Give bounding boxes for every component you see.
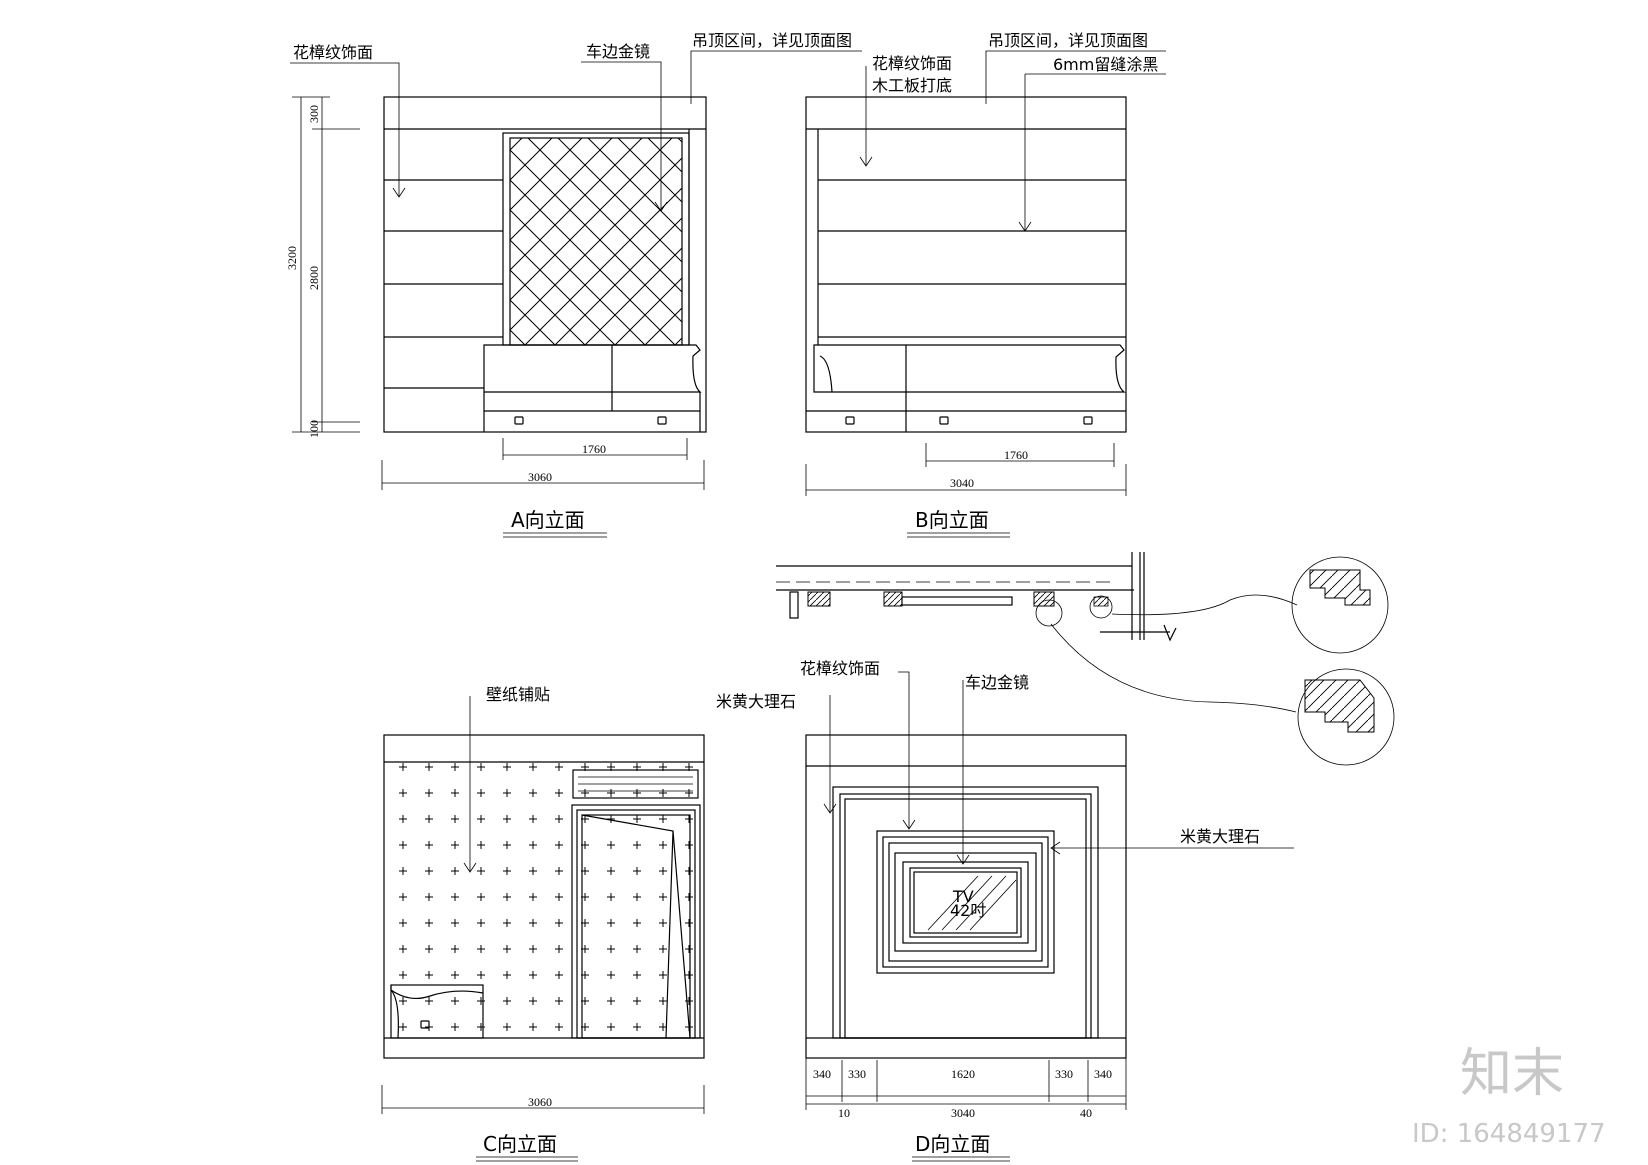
d-width-dims <box>805 1058 1127 1110</box>
d-dim-4: 330 <box>1055 1067 1073 1081</box>
d-dim-3: 1620 <box>951 1067 975 1081</box>
b-dim-width: 3040 <box>950 476 974 490</box>
elevation-a <box>290 50 862 538</box>
d-label-flower: 花樟纹饰面 <box>800 659 880 678</box>
b-dim-bed: 1760 <box>1004 448 1028 462</box>
d-tv-text: TV <box>952 887 974 906</box>
d-dim-1: 340 <box>813 1067 831 1081</box>
a-label-mirror: 车边金镜 <box>586 42 650 61</box>
watermark-brand: 知末 <box>1460 1044 1564 1104</box>
d-label-mirror: 车边金镜 <box>965 673 1029 692</box>
a-dim-top: 300 <box>307 105 321 123</box>
b-label-gap: 6mm留缝涂黑 <box>1053 55 1158 74</box>
d-dim-5: 340 <box>1094 1067 1112 1081</box>
a-title: A向立面 <box>511 508 585 532</box>
b-title: B向立面 <box>915 508 989 532</box>
d-dim-2: 330 <box>848 1067 866 1081</box>
b-label-flower: 花樟纹饰面 <box>872 54 952 73</box>
c-label-wallpaper: 壁纸铺贴 <box>486 685 550 704</box>
a-dim-width: 3060 <box>528 470 552 484</box>
d-label-marble-right: 米黄大理石 <box>1180 827 1260 846</box>
a-width-dims <box>381 438 705 490</box>
a-dim-total-height: 3200 <box>285 246 299 270</box>
d-label-marble-left: 米黄大理石 <box>716 692 796 711</box>
ceiling-section-detail <box>776 552 1395 766</box>
elevation-d <box>805 671 1294 1162</box>
b-width-dims <box>805 443 1127 496</box>
d-dim-left: 10 <box>838 1106 850 1120</box>
elevation-c <box>381 696 705 1162</box>
c-dim-width: 3060 <box>528 1095 552 1109</box>
c-width-dims <box>381 1085 705 1114</box>
d-dim-width: 3040 <box>951 1106 975 1120</box>
a-dim-bed: 1760 <box>582 442 606 456</box>
watermark-id: ID: 164849177 <box>1412 1119 1606 1149</box>
b-label-ceiling: 吊顶区间，详见顶面图 <box>988 31 1148 50</box>
d-tv-size: 42吋 <box>950 901 986 920</box>
d-dim-right: 40 <box>1080 1106 1092 1120</box>
elevation-b <box>805 50 1166 538</box>
b-label-base: 木工板打底 <box>872 76 952 95</box>
a-label-ceiling: 吊顶区间，详见顶面图 <box>692 31 852 50</box>
d-title: D向立面 <box>915 1132 990 1156</box>
a-dim-bottom: 100 <box>307 420 321 438</box>
a-label-flower: 花樟纹饰面 <box>293 43 373 62</box>
c-title: C向立面 <box>483 1132 557 1156</box>
a-height-dims <box>292 96 360 433</box>
a-dim-mid: 2800 <box>307 266 321 290</box>
